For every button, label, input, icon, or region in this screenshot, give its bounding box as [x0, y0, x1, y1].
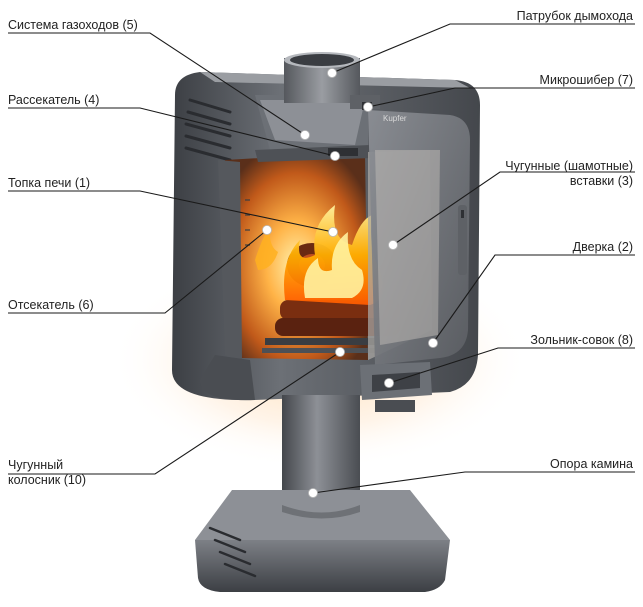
marker-dot-inserts: [388, 240, 398, 250]
leader-gas-ducts: [8, 32, 306, 136]
marker-dot-door: [428, 338, 438, 348]
label-gas-ducts: Система газоходов (5): [8, 18, 138, 32]
leader-firebox: [8, 190, 334, 233]
base-front: [195, 540, 450, 592]
marker-dot-deflector: [262, 225, 272, 235]
base-vent-slots: [208, 526, 257, 578]
marker-dot-spreader: [330, 151, 340, 161]
label-inserts-line2: вставки (3): [569, 174, 633, 188]
side-vent-slots: [184, 98, 232, 162]
label-door: Дверка (2): [572, 240, 633, 254]
label-firebox: Топка печи (1): [8, 176, 91, 190]
label-micro-damper: Микрошибер (7): [539, 73, 633, 87]
label-inserts-line1: Чугунные (шамотные): [505, 159, 633, 173]
lower-body: [200, 355, 255, 401]
leader-inserts: [392, 171, 635, 246]
leader-grate: [8, 351, 341, 475]
leader-lines: [8, 23, 635, 494]
marker-dot-micro: [363, 102, 373, 112]
door-brand: Kupfer: [383, 114, 407, 123]
label-ash-pan: Зольник-совок (8): [530, 333, 633, 347]
label-spreader: Рассекатель (4): [8, 93, 100, 107]
label-grate-line1: Чугунный: [8, 458, 64, 472]
leader-door: [432, 254, 635, 344]
label-chimney-pipe: Патрубок дымохода: [516, 9, 633, 23]
door-handle: [458, 205, 467, 275]
leader-deflector: [8, 229, 268, 314]
leader-chimney: [331, 23, 635, 74]
flames: [255, 205, 383, 305]
marker-dot-gas-ducts: [300, 130, 310, 140]
marker-dot-support: [308, 488, 318, 498]
leader-support: [312, 471, 635, 494]
cast-iron-grate: [262, 338, 376, 353]
marker-dot-firebox: [328, 227, 338, 237]
marker-dot-grate: [335, 347, 345, 357]
leader-ash: [388, 347, 635, 384]
label-deflector: Отсекатель (6): [8, 298, 94, 312]
leader-micro: [367, 87, 635, 108]
marker-dot-ash: [384, 378, 394, 388]
leader-spreader: [8, 107, 336, 157]
label-support: Опора камина: [550, 457, 633, 471]
label-grate-line2: колосник (10): [8, 473, 86, 487]
marker-dot-chimney: [327, 68, 337, 78]
marker-dots: [262, 68, 438, 498]
